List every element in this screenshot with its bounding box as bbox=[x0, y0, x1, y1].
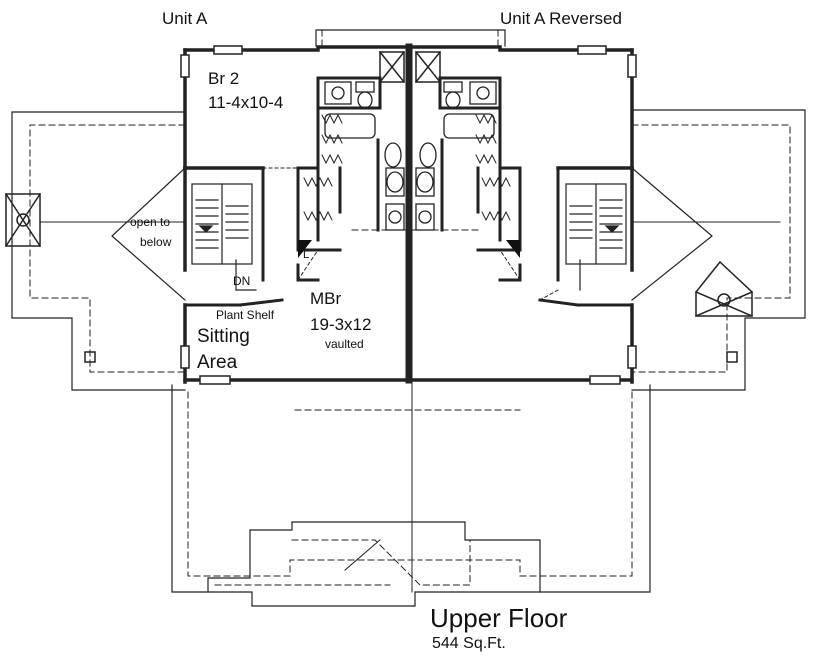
br2-room-size: 11-4x10-4 bbox=[208, 93, 284, 112]
plumbing-fixtures bbox=[324, 81, 497, 231]
unit-a-reversed-label: Unit A Reversed bbox=[500, 9, 622, 28]
mbr-room-name: MBr bbox=[310, 289, 342, 308]
below-label: below bbox=[140, 235, 172, 249]
interior-walls bbox=[183, 76, 634, 307]
sitting-area-name-line2: Area bbox=[197, 352, 238, 373]
open-to-label: open to bbox=[130, 215, 171, 229]
closet-corners bbox=[298, 240, 520, 258]
mbr-vaulted-label: vaulted bbox=[325, 337, 364, 351]
stairs bbox=[111, 167, 713, 301]
skylights bbox=[4, 50, 753, 363]
door-swings bbox=[262, 167, 559, 301]
roof-ridge-lines bbox=[39, 221, 781, 593]
br2-room-name: Br 2 bbox=[208, 69, 240, 88]
windows bbox=[180, 45, 637, 385]
closet-l-label: L bbox=[303, 249, 310, 261]
closet-shelving bbox=[303, 113, 511, 222]
unit-a-label: Unit A bbox=[162, 9, 208, 28]
dn-label: DN bbox=[233, 274, 251, 288]
mbr-room-size: 19-3x12 bbox=[310, 315, 372, 334]
sitting-area-name-line1: Sitting bbox=[197, 326, 250, 347]
plant-shelf-label: Plant Shelf bbox=[216, 308, 275, 322]
floor-area: 544 Sq.Ft. bbox=[432, 635, 506, 652]
floor-title: Upper Floor bbox=[430, 603, 568, 633]
